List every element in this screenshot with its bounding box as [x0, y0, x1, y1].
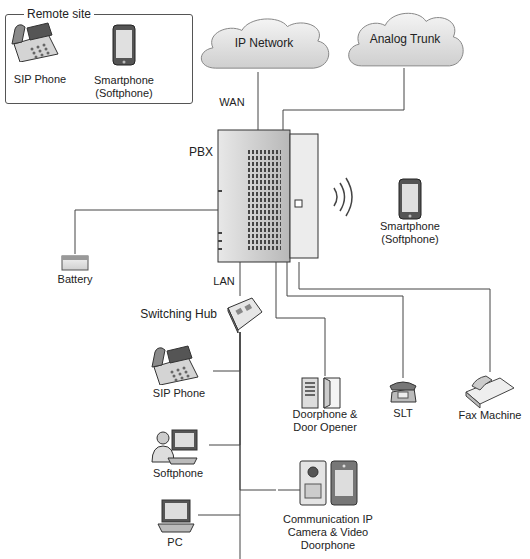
cloud-outline: [201, 19, 328, 68]
connector-line: [213, 332, 240, 371]
connector-line: [276, 262, 325, 376]
node-label: Softphone: [153, 467, 203, 480]
connector-line: [75, 210, 218, 254]
device-node: Smartphone (Softphone): [86, 20, 162, 100]
port-label: WAN: [217, 96, 246, 109]
device-node: SIP Phone: [8, 20, 72, 86]
node-label: PBX: [189, 146, 213, 159]
device-node: Fax Machine: [456, 372, 524, 422]
device-node: Doorphone & Door Opener: [287, 376, 363, 434]
pbx-unit: PBX: [218, 130, 318, 262]
cloud-outline: [349, 13, 463, 66]
node-label: Analog Trunk: [370, 33, 441, 46]
node-label: SIP Phone: [14, 73, 66, 86]
device-node: Communication IP Camera & Video Doorphon…: [276, 458, 380, 552]
connector-line: [240, 332, 276, 490]
node-label: Doorphone & Door Opener: [287, 408, 363, 434]
connector-line: [198, 332, 240, 515]
node-label: IP Network: [235, 37, 293, 50]
connector-line: [258, 72, 259, 130]
node-label: Battery: [58, 273, 93, 286]
port-label: LAN: [211, 275, 236, 288]
node-label: Communication IP Camera & Video Doorphon…: [276, 513, 380, 552]
connector-line: [240, 262, 241, 296]
node-label: SIP Phone: [153, 387, 205, 400]
site-box: Remote siteSIP PhoneSmartphone (Softphon…: [5, 14, 193, 104]
node-label: SLT: [393, 407, 412, 420]
node-label: Switching Hub: [140, 308, 217, 321]
device-node: PC: [152, 497, 198, 549]
node-label: Smartphone (Softphone): [372, 220, 448, 246]
device-node: SIP Phone: [145, 342, 213, 400]
device-node: SLT: [386, 378, 420, 420]
network-cloud: IP Network: [195, 14, 333, 72]
network-cloud: Analog Trunk: [343, 8, 467, 70]
connector-line: [283, 68, 404, 130]
node-label: Fax Machine: [459, 409, 522, 422]
node-label: PC: [167, 536, 182, 549]
hub-node: Switching Hub: [222, 296, 264, 332]
connector-line: [299, 262, 490, 372]
connector-line: [287, 262, 403, 378]
device-node: Softphone: [147, 426, 209, 480]
device-node: Battery: [50, 254, 100, 286]
device-node: Smartphone (Softphone): [372, 176, 448, 246]
group-title: Remote site: [24, 7, 94, 21]
node-label: Smartphone (Softphone): [86, 74, 162, 100]
connector-line: [209, 332, 240, 445]
